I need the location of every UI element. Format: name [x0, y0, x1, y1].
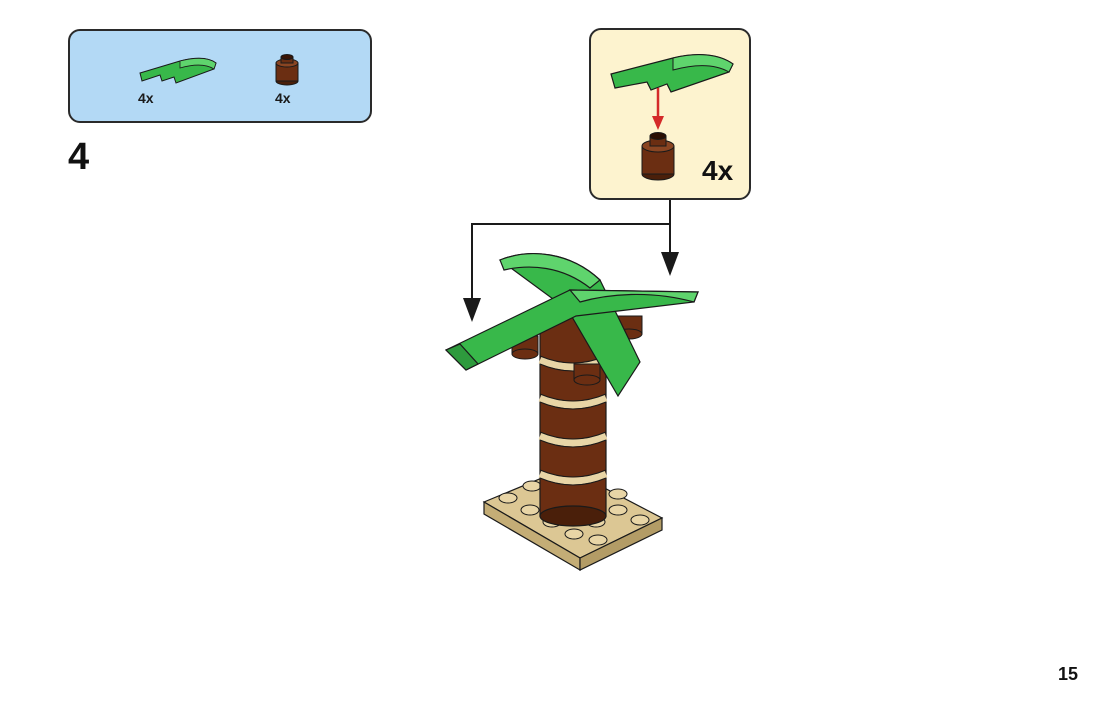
palm-tree-model — [440, 240, 710, 580]
page-number: 15 — [1058, 664, 1078, 685]
